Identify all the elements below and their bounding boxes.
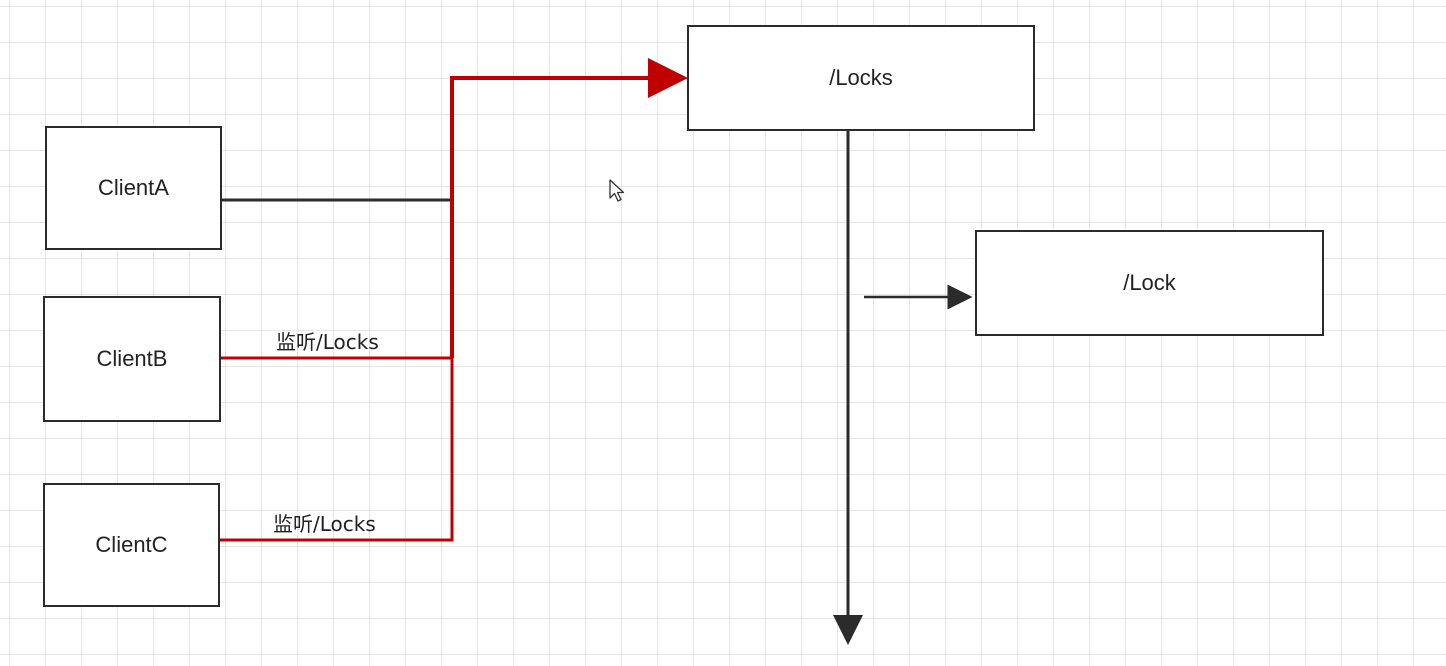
node-client-b[interactable]: ClientB xyxy=(43,296,221,422)
edge-client-c xyxy=(220,358,454,542)
node-client-a[interactable]: ClientA xyxy=(45,126,222,250)
node-locks-label: /Locks xyxy=(829,65,893,90)
edge-to-locks xyxy=(450,58,688,358)
node-client-c-label: ClientC xyxy=(95,532,168,557)
edge-label-client-c: 监听/Locks xyxy=(273,512,376,536)
mouse-cursor-icon xyxy=(609,179,625,202)
node-lock-label: /Lock xyxy=(1123,270,1176,295)
edge-label-client-b: 监听/Locks xyxy=(276,330,379,354)
node-lock[interactable]: /Lock xyxy=(975,230,1324,336)
node-locks[interactable]: /Locks xyxy=(687,25,1035,131)
node-client-a-label: ClientA xyxy=(98,175,169,200)
node-client-c[interactable]: ClientC xyxy=(43,483,220,607)
node-client-b-label: ClientB xyxy=(96,346,168,371)
